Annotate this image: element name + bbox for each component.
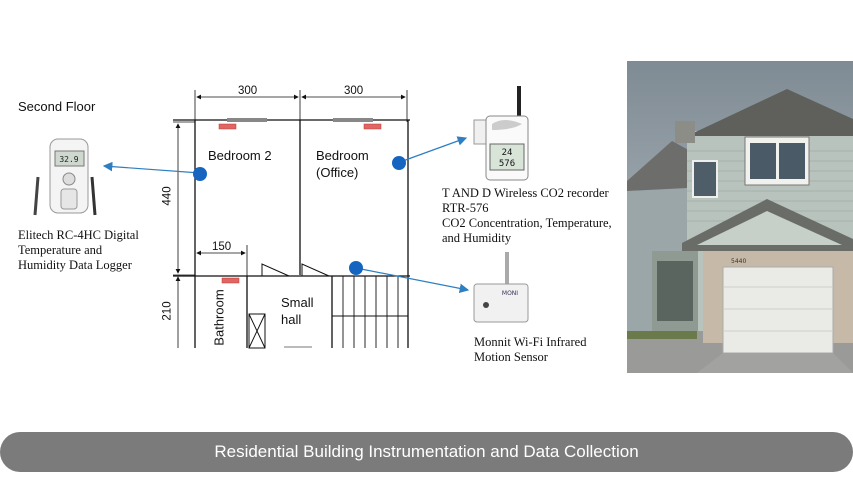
elitech-line3: Humidity Data Logger bbox=[18, 258, 132, 272]
sensor-marker-bedroom2 bbox=[193, 167, 207, 181]
tandd-line3: CO2 Concentration, Temperature, bbox=[442, 216, 612, 230]
monnit-device-image: MONI bbox=[470, 252, 532, 328]
room-bedroom2: Bedroom 2 bbox=[208, 148, 272, 163]
dim-hall-width: 150 bbox=[212, 241, 232, 253]
monnit-line1: Monnit Wi-Fi Infrared bbox=[474, 335, 587, 349]
elitech-line1: Elitech RC-4HC Digital bbox=[18, 228, 139, 242]
tandd-caption: T AND D Wireless CO2 recorder RTR-576 CO… bbox=[442, 186, 612, 246]
walls bbox=[173, 119, 410, 348]
monnit-brand: MONI bbox=[502, 290, 518, 297]
tandd-screen-bottom: 576 bbox=[499, 159, 515, 169]
room-hall-line1: Small bbox=[281, 295, 314, 310]
stairs bbox=[332, 276, 408, 348]
heaters bbox=[218, 123, 382, 284]
elitech-screen: 32.9 bbox=[59, 155, 78, 164]
dim-top-right: 300 bbox=[344, 85, 364, 97]
elitech-line2: Temperature and bbox=[18, 243, 103, 257]
monnit-caption: Monnit Wi-Fi Infrared Motion Sensor bbox=[474, 335, 586, 365]
windows bbox=[227, 118, 373, 122]
tandd-line2: RTR-576 bbox=[442, 201, 489, 215]
room-office-label: Bedroom (Office) bbox=[316, 147, 369, 181]
room-bathroom: Bathroom bbox=[211, 289, 227, 346]
room-office-line2: (Office) bbox=[316, 165, 359, 180]
bathroom-fixture bbox=[248, 313, 266, 349]
elitech-device-image: 32.9 bbox=[30, 137, 102, 217]
house-number: 5440 bbox=[731, 258, 746, 265]
hall-dimension bbox=[196, 245, 248, 276]
room-small-hall: Small hall bbox=[281, 294, 314, 328]
top-dimension-lines bbox=[194, 90, 408, 122]
doors bbox=[261, 263, 330, 277]
dim-left-upper: 440 bbox=[161, 186, 174, 206]
tandd-line4: and Humidity bbox=[442, 231, 512, 245]
dim-left-lower: 210 bbox=[161, 301, 174, 321]
elitech-caption: Elitech RC-4HC Digital Temperature and H… bbox=[18, 228, 139, 273]
floor-label: Second Floor bbox=[18, 99, 96, 114]
house-photo: 5440 bbox=[627, 61, 853, 373]
left-dimension-lines bbox=[173, 121, 195, 348]
tandd-screen-top: 24 bbox=[502, 148, 513, 158]
dim-top-left: 300 bbox=[238, 85, 258, 97]
room-office-line1: Bedroom bbox=[316, 148, 369, 163]
monnit-line2: Motion Sensor bbox=[474, 350, 548, 364]
room-hall-line2: hall bbox=[281, 312, 302, 327]
sensor-marker-hall bbox=[349, 261, 363, 275]
sensor-arrows bbox=[102, 136, 470, 294]
title-banner: Residential Building Instrumentation and… bbox=[0, 432, 853, 472]
sensor-marker-office bbox=[392, 156, 406, 170]
tandd-device-image: 24 576 bbox=[472, 86, 532, 184]
tandd-line1: T AND D Wireless CO2 recorder bbox=[442, 186, 609, 200]
